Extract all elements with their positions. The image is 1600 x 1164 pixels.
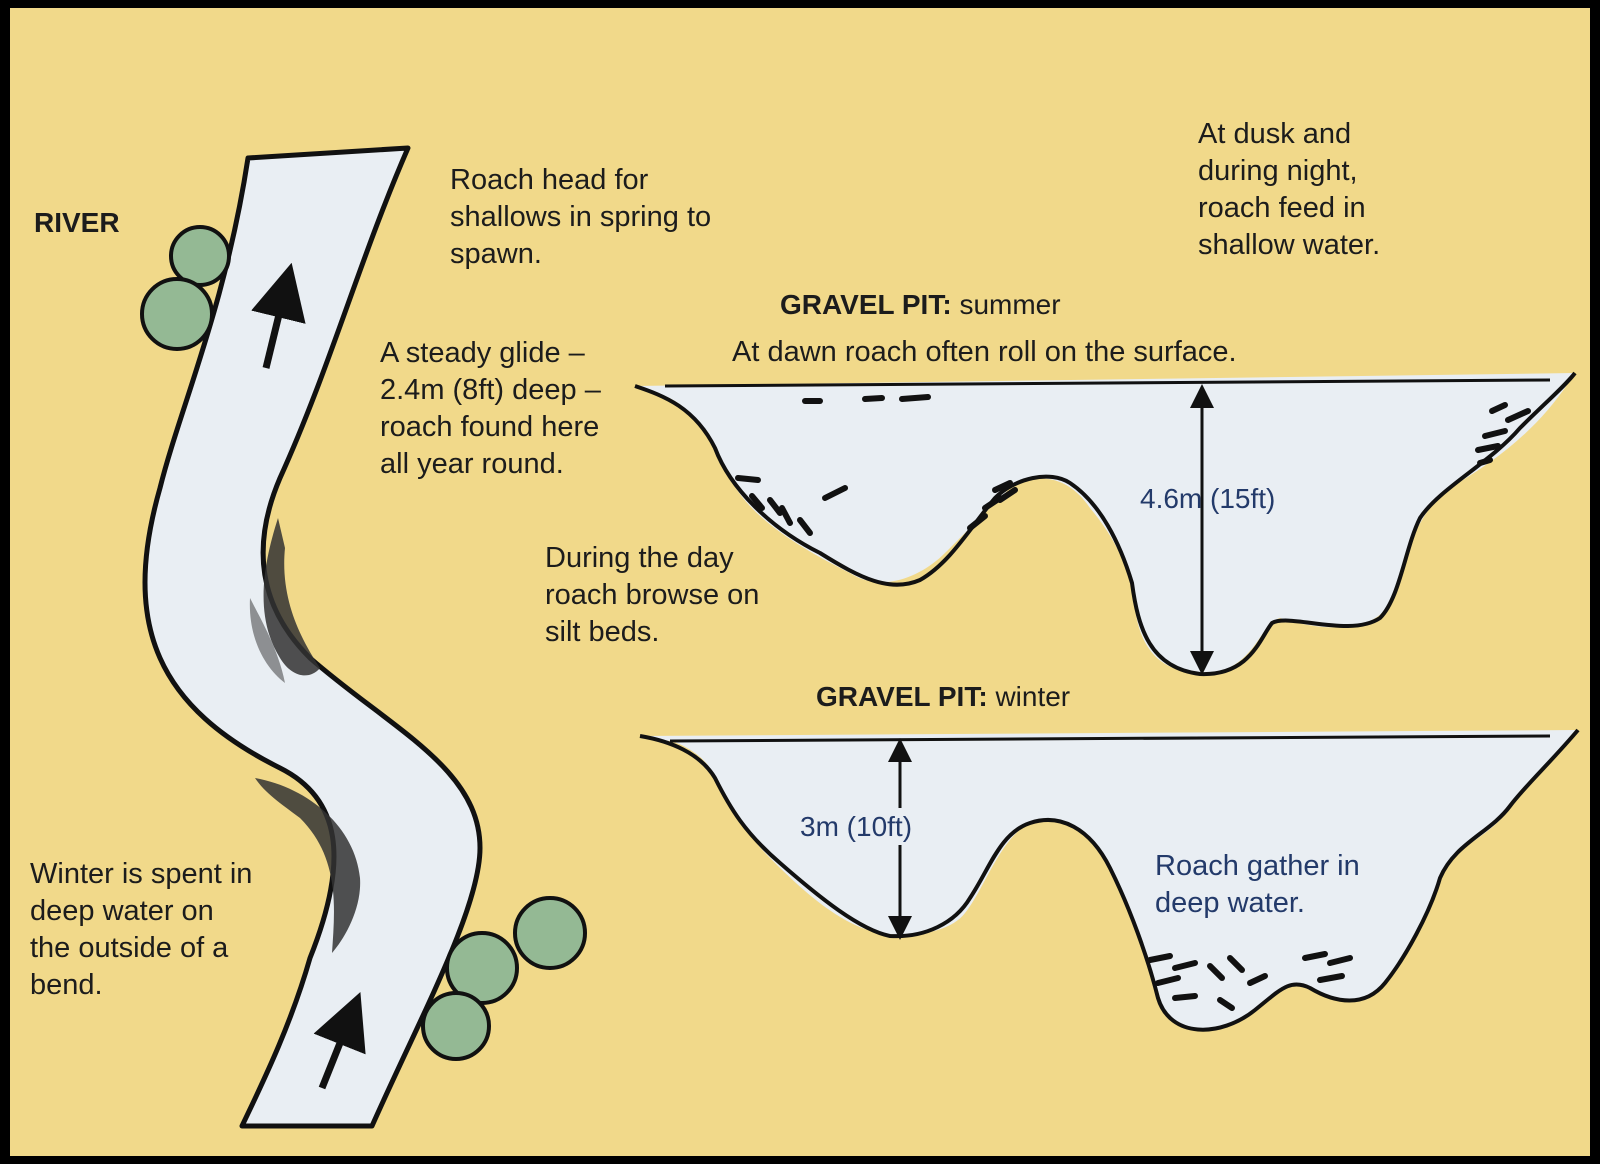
river-title: RIVER [34,207,120,238]
winter-depth-label: 3m (10ft) [800,808,913,845]
summer-dawn-note: At dawn roach often roll on the surface. [732,336,1237,368]
summer-pit-title-bold: GRAVEL PIT: [780,289,952,320]
winter-pit-cross-section [639,728,1580,1032]
diagram-artwork [140,145,1580,1129]
flow-arrow-upper [251,262,306,369]
winter-gather-note: Roach gather in deep water. [1155,850,1360,919]
tree-cluster-upper [140,225,231,351]
river-gravel-bed-lower [255,778,361,953]
summer-depth-label: 4.6m (15ft) [1140,483,1276,514]
summer-roach-fish [735,394,1531,536]
winter-pit-title: GRAVEL PIT: winter [816,678,1070,715]
summer-day-note: During the day roach browse on silt beds… [545,542,760,648]
diagram-canvas: RIVER Roach head for shallows in spring … [10,8,1590,1156]
tree-cluster-lower [421,896,587,1061]
river-winter-note: Winter is spent in deep water on the out… [30,858,253,1001]
river-spawn-note: Roach head for shallows in spring to spa… [450,164,712,270]
summer-pit-title: GRAVEL PIT: summer [780,286,1061,323]
summer-dusk-note: At dusk and during night, roach feed in … [1198,118,1381,261]
winter-roach-fish [1147,951,1353,1011]
river-glide-note: A steady glide – 2.4m (8ft) deep – roach… [380,337,601,480]
river-gravel-bed-upper [249,518,320,683]
winter-pit-title-bold: GRAVEL PIT: [816,681,988,712]
summer-pit-cross-section [634,371,1577,677]
flow-arrow-lower [313,992,366,1090]
winter-pit-title-season: winter [995,681,1071,712]
summer-pit-title-season: summer [959,289,1061,320]
river-channel [142,145,483,1129]
